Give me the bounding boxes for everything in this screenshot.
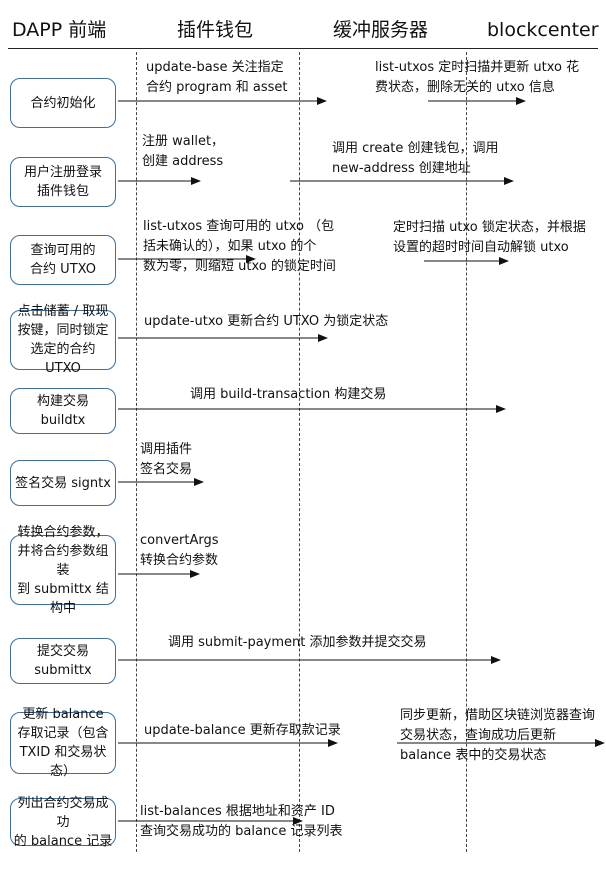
header-divider <box>8 48 598 49</box>
step-query-utxo: 查询可用的合约 UTXO <box>10 235 116 285</box>
note-build: 调用 build-transaction 构建交易 <box>190 387 387 402</box>
step-submit-tx: 提交交易 submittx <box>10 638 116 684</box>
step-sign-tx: 签名交易 signtx <box>10 460 116 506</box>
note-init-buffer: list-utxos 定时扫描并更新 utxo 花费状态，删除无关的 utxo … <box>375 60 580 95</box>
step-contract-init: 合约初始化 <box>10 78 116 128</box>
lifeline-buffer <box>299 52 300 852</box>
header-buffer-server: 缓冲服务器 <box>333 19 429 41</box>
step-list-balances: 列出合约交易成功的 balance 记录 <box>10 796 116 849</box>
note-submit: 调用 submit-payment 添加参数并提交交易 <box>168 635 427 650</box>
header-blockcenter: blockcenter <box>487 19 599 41</box>
note-query-buffer: 定时扫描 utxo 锁定状态，并根据设置的超时时间自动解锁 utxo <box>393 220 586 255</box>
note-sign: 调用插件签名交易 <box>140 442 193 477</box>
note-lock-wallet: update-utxo 更新合约 UTXO 为锁定状态 <box>144 314 389 329</box>
step-convert-args: 转换合约参数，并将合约参数组装到 submittx 结构中 <box>10 525 116 616</box>
step-lock-utxo: 点击储蓄 / 取现按键，同时锁定选定的合约 UTXO <box>10 304 116 376</box>
note-init-wallet: update-base 关注指定合约 program 和 asset <box>146 60 288 95</box>
lifeline-blockcenter <box>466 52 467 852</box>
step-register-login: 用户注册登录插件钱包 <box>10 157 116 207</box>
header-dapp-frontend: DAPP 前端 <box>12 19 107 41</box>
note-query-wallet: list-utxos 查询可用的 utxo （包括未确认的），如果 utxo 的… <box>143 219 336 274</box>
lifeline-wallet <box>136 52 137 852</box>
note-update-wallet: update-balance 更新存取款记录 <box>144 723 341 738</box>
header-plugin-wallet: 插件钱包 <box>177 19 254 41</box>
note-register-wallet: 注册 wallet，创建 address <box>142 134 225 169</box>
step-build-tx: 构建交易 buildtx <box>10 388 116 434</box>
